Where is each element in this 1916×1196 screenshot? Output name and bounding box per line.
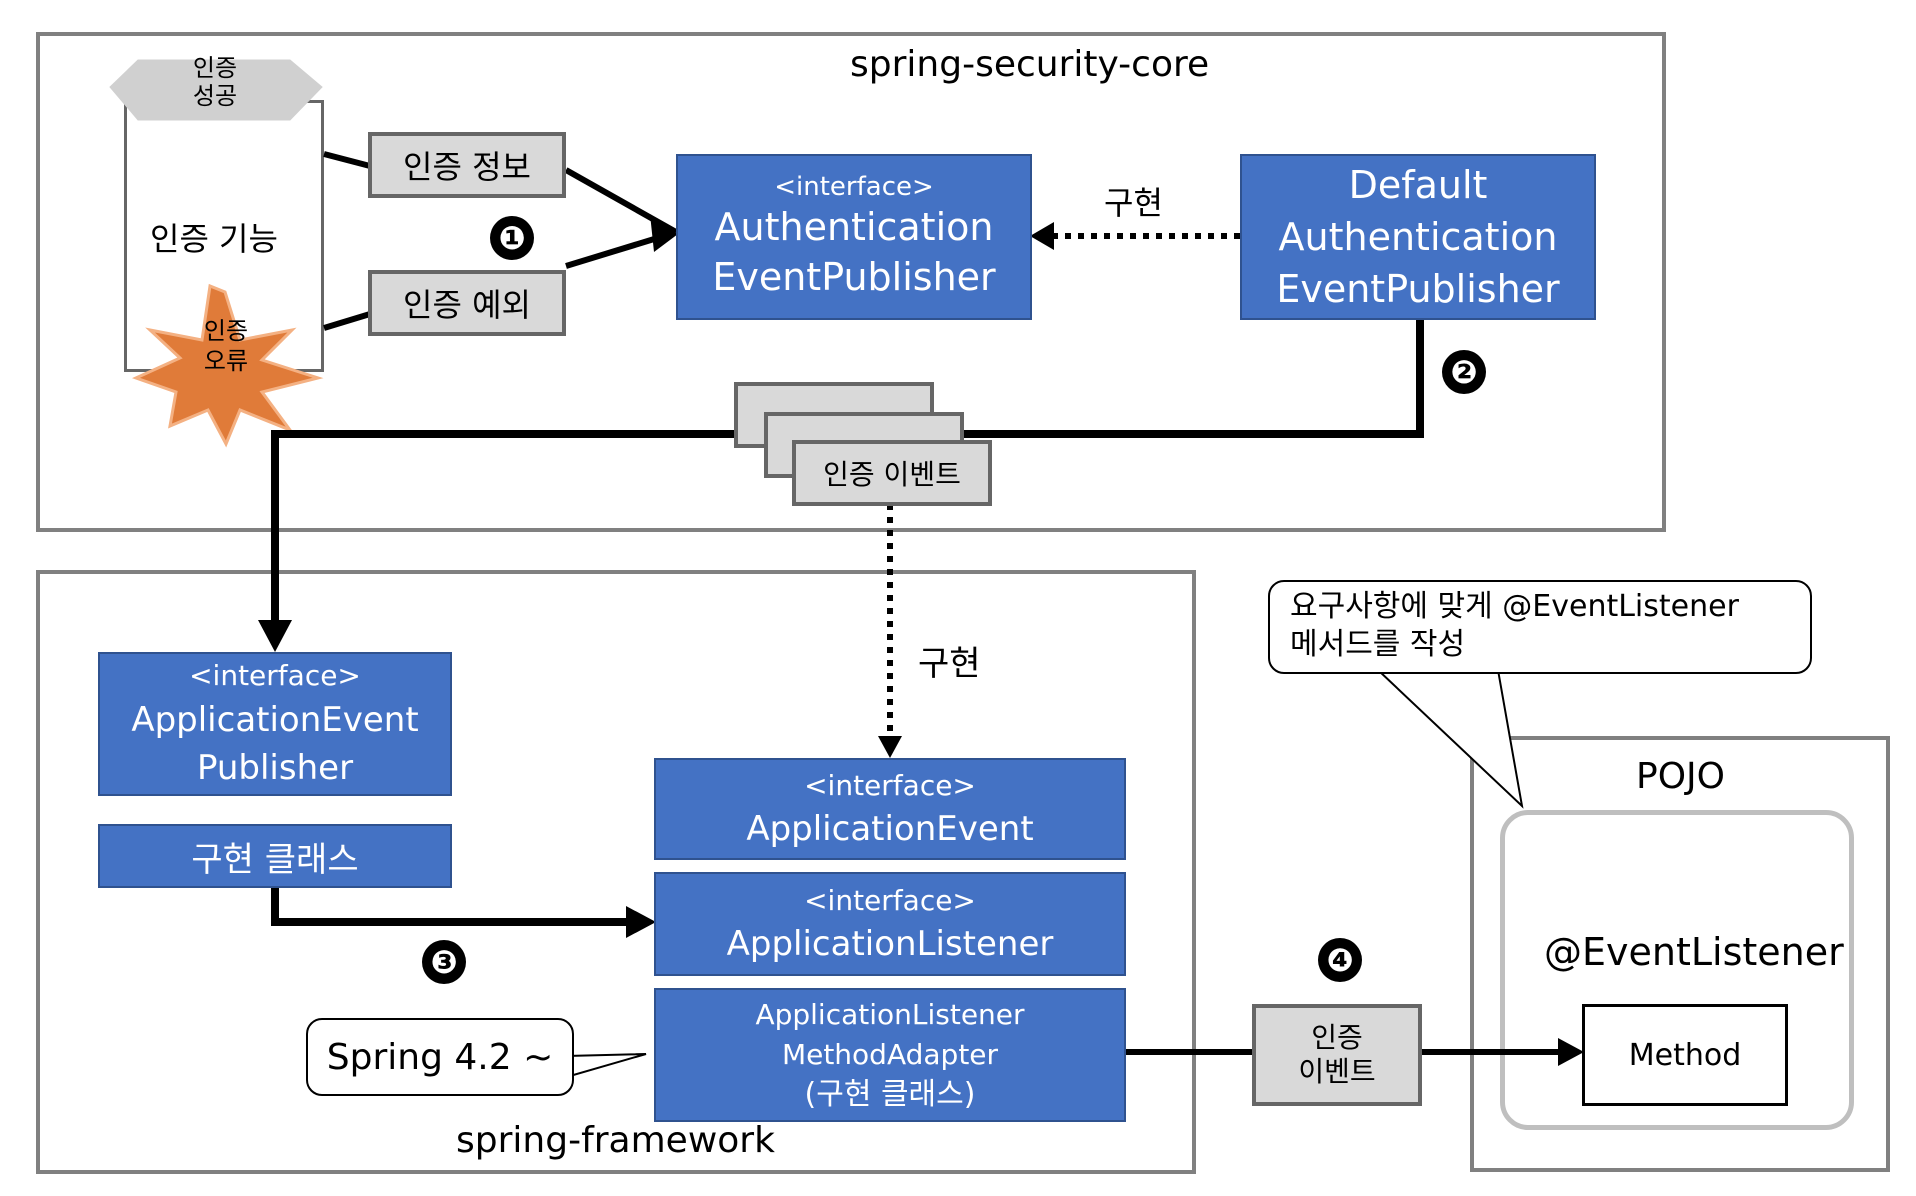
application-listener-method-adapter: ApplicationListener MethodAdapter (구현 클래… [654,988,1126,1122]
default-publisher-line2: Authentication [1278,215,1558,259]
spring-security-core-container [36,32,1666,532]
version-callout: Spring 4.2 ~ [306,1018,574,1096]
connector-info-to-function [323,151,371,169]
impl-class-label: 구현 클래스 [191,839,359,880]
app-listener-stereotype: <interface> [804,884,976,917]
adapter-line3: (구현 클래스) [804,1077,976,1112]
connector-exception-to-function [323,311,371,331]
auth-success-label: 인증 성공 [160,54,270,110]
step1-badge: ❶ [490,216,534,260]
method-box: Method [1582,1004,1788,1106]
pojo-title: POJO [1636,756,1725,797]
requirement-callout-tail [1375,669,1524,809]
implements-arrowhead-core [1030,222,1054,250]
pojo-container [1470,736,1890,1172]
adapter-line2: MethodAdapter [781,1038,999,1071]
step4-event-box: 인증 이벤트 [1252,1004,1422,1106]
auth-error-line2: 오류 [203,347,249,375]
app-event-publisher-line2: Publisher [196,748,354,788]
method-label: Method [1628,1037,1742,1073]
requirement-callout: 요구사항에 맞게 @EventListener 메서드를 작성 [1268,580,1812,674]
step3-badge: ❸ [422,940,466,984]
auth-error-burst [131,283,324,448]
auth-error-line1: 인증 [203,317,249,345]
auth-error-label: 인증 오류 [176,316,276,376]
requirement-line1: 요구사항에 맞게 @EventListener [1290,589,1739,624]
core-title: spring-security-core [850,44,1210,85]
auth-exception-label: 인증 예외 [403,286,531,324]
arrowhead-publisher [650,214,678,252]
application-event-interface: <interface> ApplicationEvent [654,758,1126,860]
version-callout-text: Spring 4.2 ~ [326,1036,554,1078]
impl-class-box: 구현 클래스 [98,824,452,888]
app-event-stereotype: <interface> [804,769,976,802]
framework-implements-label: 구현 [918,644,981,684]
auth-info-box: 인증 정보 [368,132,566,198]
default-publisher-line1: Default [1348,163,1488,207]
app-event-publisher-stereotype: <interface> [189,659,361,692]
publisher-name-line2: EventPublisher [712,255,996,299]
event-flow-arrowhead [258,620,292,652]
app-event-name: ApplicationEvent [746,809,1034,849]
auth-success-hexagon [109,59,323,121]
step3-arrow-line [271,888,630,926]
framework-title: spring-framework [456,1120,775,1161]
auth-event-box: 인증 이벤트 [792,440,992,506]
auth-function-label: 인증 기능 [150,220,278,258]
step4-event-line2: 이벤트 [1298,1055,1376,1088]
pojo-inner-rounded-box [1500,810,1854,1130]
auth-success-line1: 인증 [192,54,238,82]
app-event-publisher-line1: ApplicationEvent [131,700,419,740]
core-implements-label: 구현 [1104,184,1163,222]
publisher-stereotype: <interface> [774,172,934,202]
step4-event-line1: 인증 [1311,1021,1363,1054]
application-listener-interface: <interface> ApplicationListener [654,872,1126,976]
auth-event-label: 인증 이벤트 [823,458,961,491]
app-listener-name: ApplicationListener [726,924,1054,964]
implements-arrowhead-framework [878,736,902,758]
auth-info-label: 인증 정보 [403,148,531,186]
default-publisher-line3: EventPublisher [1276,267,1560,311]
publisher-name-line1: Authentication [714,205,994,249]
spring-framework-container [36,570,1196,1174]
auth-exception-box: 인증 예외 [368,270,566,336]
step4-arrowhead [1558,1038,1584,1066]
authentication-event-publisher-interface: <interface> Authentication EventPublishe… [676,154,1032,320]
auth-success-line2: 성공 [192,82,238,110]
step2-badge: ❷ [1442,350,1486,394]
adapter-line1: ApplicationListener [755,998,1025,1031]
step4-badge: ❹ [1318,938,1362,982]
arrow-exception-to-publisher [565,233,665,269]
step3-arrowhead [626,906,656,938]
pojo-annotation: @EventListener [1544,930,1844,974]
version-callout-tail [564,1053,647,1078]
requirement-line2: 메서드를 작성 [1290,627,1466,662]
application-event-publisher-interface: <interface> ApplicationEvent Publisher [98,652,452,796]
default-authentication-event-publisher: Default Authentication EventPublisher [1240,154,1596,320]
